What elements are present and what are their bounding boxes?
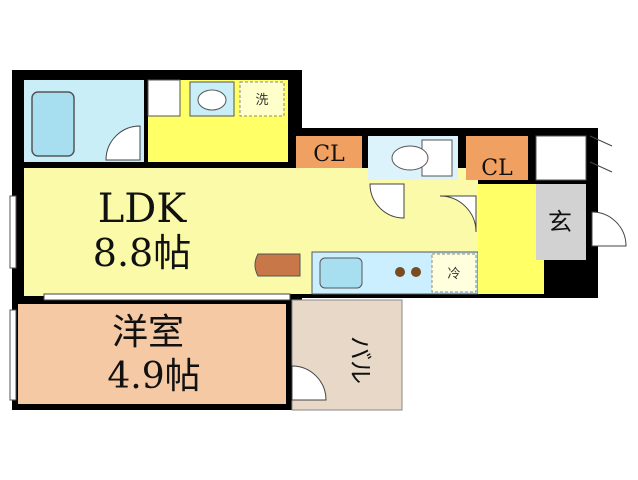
- fridge-label: 冷: [447, 267, 460, 282]
- ldk-lower: [24, 168, 290, 296]
- closet-2: [466, 136, 528, 180]
- toilet-bowl-icon: [391, 145, 429, 171]
- sink-counter: [147, 79, 181, 117]
- western-window: [9, 309, 17, 401]
- room-western: [18, 304, 286, 404]
- ldk-size: 8.8帖: [93, 231, 191, 275]
- western-name: 洋室: [112, 312, 184, 353]
- bath-door-swing: [105, 125, 141, 161]
- basin-bowl-icon: [197, 89, 227, 111]
- balcony-door-swing: [291, 365, 327, 401]
- hallway: [478, 184, 544, 294]
- closet-2-label: CL: [481, 156, 513, 181]
- kitchen-sink: [319, 257, 363, 289]
- closet-1-label: CL: [313, 142, 345, 167]
- shoe-storage: [535, 135, 587, 181]
- ldk-window: [9, 195, 17, 269]
- ldk-name: LDK: [98, 186, 188, 232]
- balcony-label: バル: [346, 336, 374, 384]
- entrance: [536, 184, 586, 260]
- washer-space: [239, 81, 285, 117]
- kitchen-bar-counter: [254, 253, 301, 277]
- sliding-partition: [43, 293, 291, 301]
- bathtub: [31, 91, 75, 157]
- closet-1: [296, 136, 362, 168]
- fridge-space: [431, 253, 477, 293]
- stove-burner-icon: [395, 267, 405, 277]
- washer-label: 洗: [255, 93, 268, 108]
- entrance-label: 玄: [548, 208, 572, 236]
- entrance-door-swing: [591, 211, 627, 247]
- stove-burner-icon: [411, 267, 421, 277]
- western-size: 4.9帖: [107, 356, 200, 397]
- storage-door-swing: [589, 135, 613, 173]
- ldk-door-swing: [369, 183, 405, 219]
- hall-door-swing: [439, 195, 477, 233]
